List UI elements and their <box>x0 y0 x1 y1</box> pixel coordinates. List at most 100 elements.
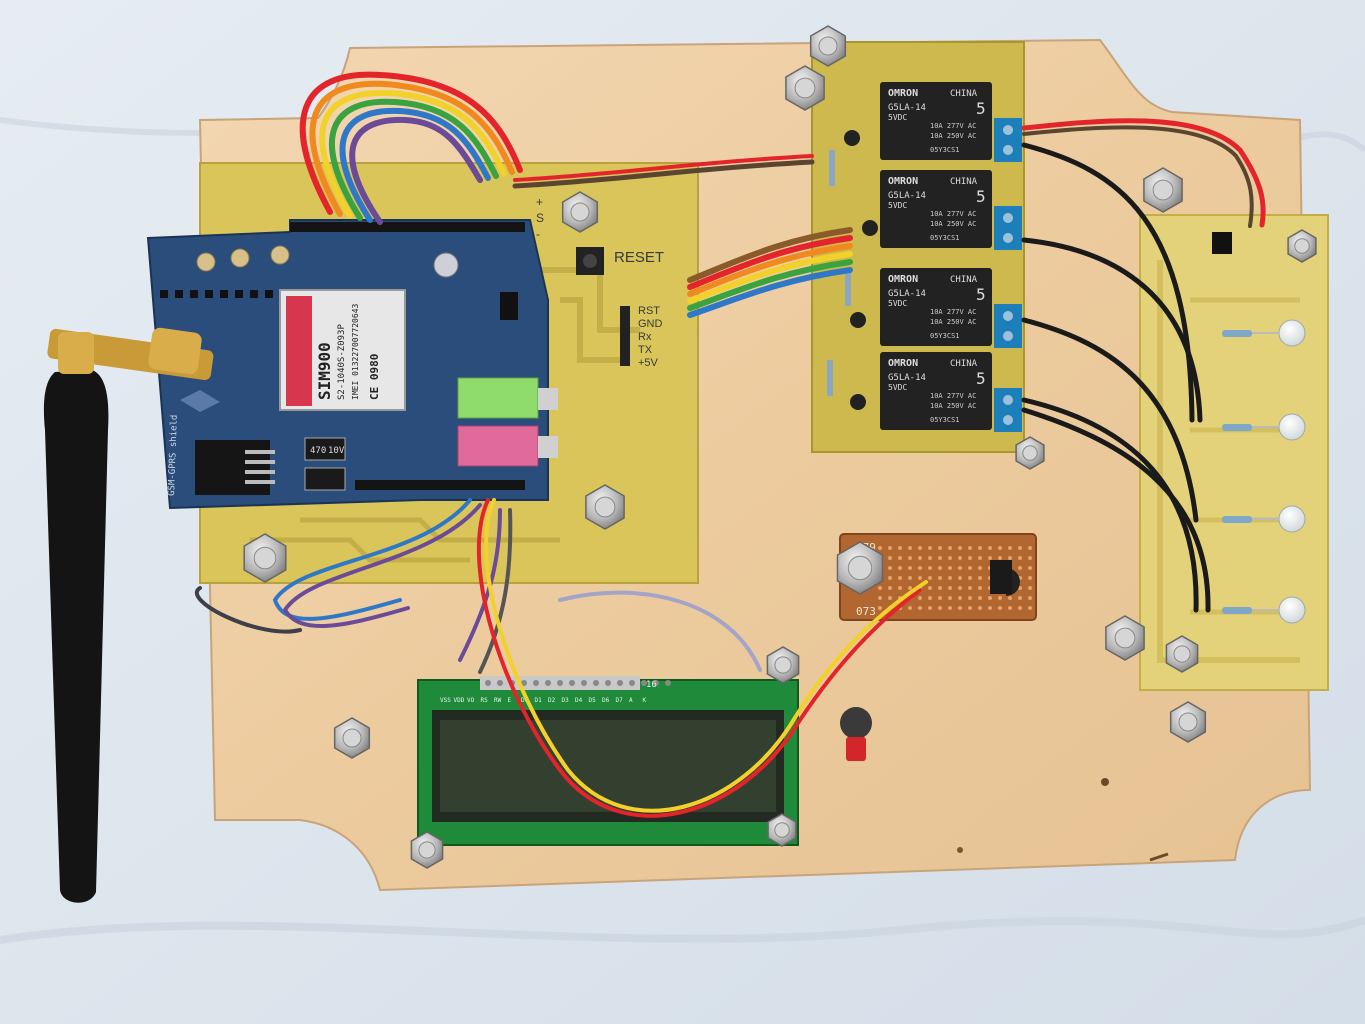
header-label-gnd: GND <box>638 318 663 330</box>
svg-text:G5LA-14: G5LA-14 <box>888 289 926 299</box>
svg-text:G5LA-14: G5LA-14 <box>888 191 926 201</box>
lcd-pin-label: VDD <box>454 697 465 704</box>
svg-text:10A 250V AC: 10A 250V AC <box>930 402 976 410</box>
antenna-icon <box>43 327 214 903</box>
screw-terminal[interactable] <box>994 118 1022 162</box>
svg-text:5VDC: 5VDC <box>888 201 907 210</box>
nut-icon <box>333 717 371 759</box>
reset-push-button[interactable] <box>576 247 604 275</box>
wiring <box>195 71 1266 818</box>
nut-icon <box>1165 635 1199 673</box>
module-code: S2-1040S-Z093P <box>337 324 347 400</box>
svg-text:5: 5 <box>976 99 986 118</box>
lcd-pin-label: D7 <box>616 697 624 704</box>
lcd-pin-label: D1 <box>535 697 543 704</box>
svg-text:5: 5 <box>976 285 986 304</box>
svg-text:05Y3CS1: 05Y3CS1 <box>930 146 960 154</box>
svg-text:5: 5 <box>976 369 986 388</box>
nut-icon <box>1143 167 1183 213</box>
nut-icon <box>1015 436 1045 470</box>
svg-text:5VDC: 5VDC <box>888 299 907 308</box>
svg-text:05Y3CS1: 05Y3CS1 <box>930 416 960 424</box>
nut-icon <box>585 484 625 530</box>
svg-text:G5LA-14: G5LA-14 <box>888 103 926 113</box>
svg-text:10A 277V AC: 10A 277V AC <box>930 308 976 316</box>
nut-icon <box>809 25 847 67</box>
nut-icon <box>766 646 800 684</box>
shield-capacitors: 470 10V <box>304 437 346 491</box>
header-label-rx: Rx <box>638 331 652 343</box>
header-label-rst: RST <box>638 305 660 317</box>
nut-icon <box>410 831 444 869</box>
svg-text:10A 250V AC: 10A 250V AC <box>930 132 976 140</box>
svg-text:OMRON: OMRON <box>888 358 918 369</box>
module-imei: IMEI 013227007720643 <box>351 303 360 400</box>
led-icon <box>1222 413 1306 441</box>
svg-text:CHINA: CHINA <box>950 275 978 285</box>
ce-mark: CE 0980 <box>368 354 381 400</box>
led-board <box>1139 214 1329 691</box>
svg-text:10A 250V AC: 10A 250V AC <box>930 220 976 228</box>
nut-icon <box>785 65 825 111</box>
lcd-pin-label: D6 <box>602 697 610 704</box>
power-label-minus: - <box>536 227 540 241</box>
lcd-screen <box>440 720 776 812</box>
screw-terminal[interactable] <box>994 206 1022 250</box>
module-name: SIM900 <box>315 342 334 400</box>
audio-jack-pink[interactable] <box>457 425 539 467</box>
svg-text:5VDC: 5VDC <box>888 383 907 392</box>
screw-terminal[interactable] <box>994 304 1022 348</box>
svg-text:10A 277V AC: 10A 277V AC <box>930 392 976 400</box>
svg-text:CHINA: CHINA <box>950 89 978 99</box>
svg-text:CHINA: CHINA <box>950 177 978 187</box>
svg-text:05Y3CS1: 05Y3CS1 <box>930 332 960 340</box>
lcd-pin-label: VO <box>467 697 475 704</box>
svg-text:10A 277V AC: 10A 277V AC <box>930 210 976 218</box>
led-icon <box>1222 319 1306 347</box>
lcd-pin-label: A <box>629 697 633 704</box>
svg-text:05Y3CS1: 05Y3CS1 <box>930 234 960 242</box>
svg-text:5VDC: 5VDC <box>888 113 907 122</box>
lcd-pin-label: VSS <box>440 697 451 704</box>
svg-text:5: 5 <box>976 187 986 206</box>
nut-icon <box>1169 701 1207 743</box>
svg-text:470: 470 <box>310 446 326 456</box>
svg-text:OMRON: OMRON <box>888 88 918 99</box>
nut-icon <box>767 813 797 847</box>
sensor-perfboard: 079 073 <box>839 533 1037 621</box>
lcd-pin-label: D3 <box>562 697 570 704</box>
svg-text:10A 277V AC: 10A 277V AC <box>930 122 976 130</box>
red-push-button[interactable] <box>840 707 872 761</box>
screw-terminal[interactable] <box>994 388 1022 432</box>
svg-text:OMRON: OMRON <box>888 176 918 187</box>
header-label-5v: +5V <box>638 357 659 369</box>
svg-text:CHINA: CHINA <box>950 359 978 369</box>
svg-text:10V: 10V <box>328 446 345 456</box>
led-icon <box>1222 505 1306 533</box>
nut-icon <box>1287 229 1317 263</box>
power-label-s: S <box>536 211 544 225</box>
svg-text:G5LA-14: G5LA-14 <box>888 373 926 383</box>
header-label-tx: TX <box>638 344 653 356</box>
led-icon <box>1222 596 1306 624</box>
perfboard-label-bottom: 073 <box>856 605 876 618</box>
svg-text:OMRON: OMRON <box>888 274 918 285</box>
lcd-pin-label: RW <box>494 697 502 704</box>
lcd-pin-label: D4 <box>575 697 583 704</box>
svg-text:10A 250V AC: 10A 250V AC <box>930 318 976 326</box>
nut-icon <box>1105 615 1145 661</box>
reset-label: RESET <box>614 249 664 266</box>
lcd-pin-label: E <box>508 697 512 704</box>
lcd-pin-count: 16 <box>646 680 657 690</box>
nut-icon <box>561 191 599 233</box>
lcd-pin-label: D5 <box>589 697 597 704</box>
audio-jack-green[interactable] <box>457 377 539 419</box>
serial-pin-header[interactable] <box>620 306 630 366</box>
lcd-pin-label: K <box>643 697 647 704</box>
